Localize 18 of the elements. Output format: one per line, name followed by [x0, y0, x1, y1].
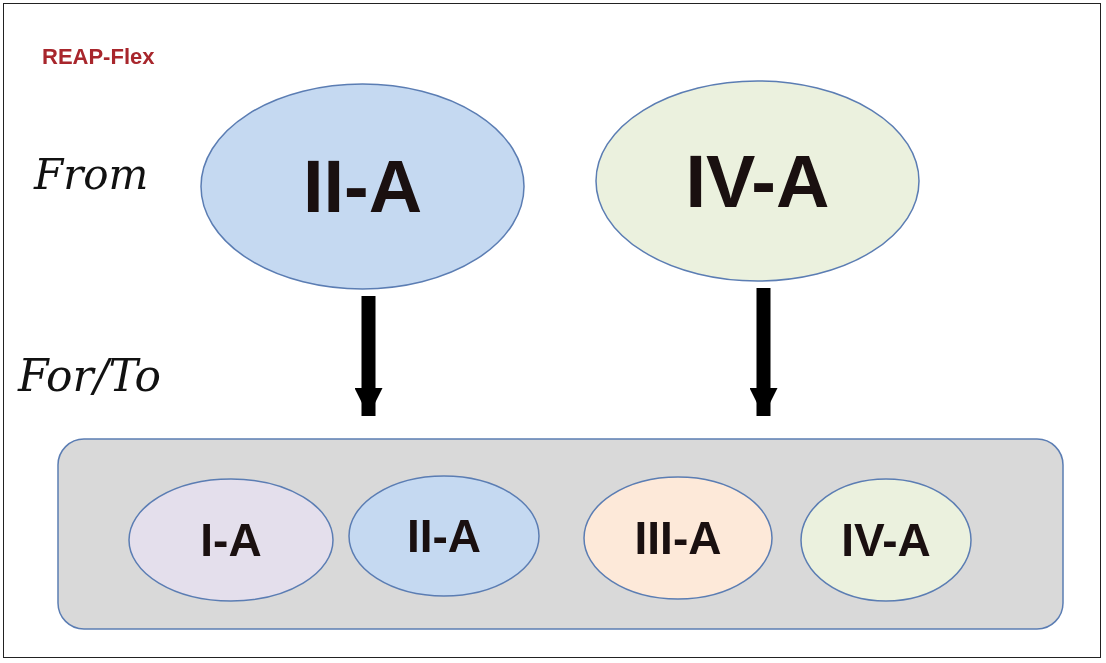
arrow: [354, 296, 383, 416]
node-label: II-A: [406, 509, 482, 563]
ellipse-node: [800, 478, 972, 602]
side-label: For/To: [18, 350, 161, 401]
group-panel: [57, 438, 1064, 630]
ellipse-node: [128, 478, 334, 602]
node-label: IV-A: [841, 513, 931, 567]
node-label: III-A: [634, 511, 722, 565]
ellipse-node: [200, 83, 525, 290]
side-label: From: [34, 150, 149, 199]
ellipse-node: [583, 476, 773, 600]
arrow: [749, 288, 778, 416]
ellipse-node: [595, 80, 920, 282]
node-label: I-A: [200, 513, 262, 567]
title: REAP-Flex: [42, 44, 155, 70]
node-label: II-A: [302, 144, 423, 229]
node-label: IV-A: [685, 138, 830, 224]
ellipse-node: [348, 475, 540, 597]
